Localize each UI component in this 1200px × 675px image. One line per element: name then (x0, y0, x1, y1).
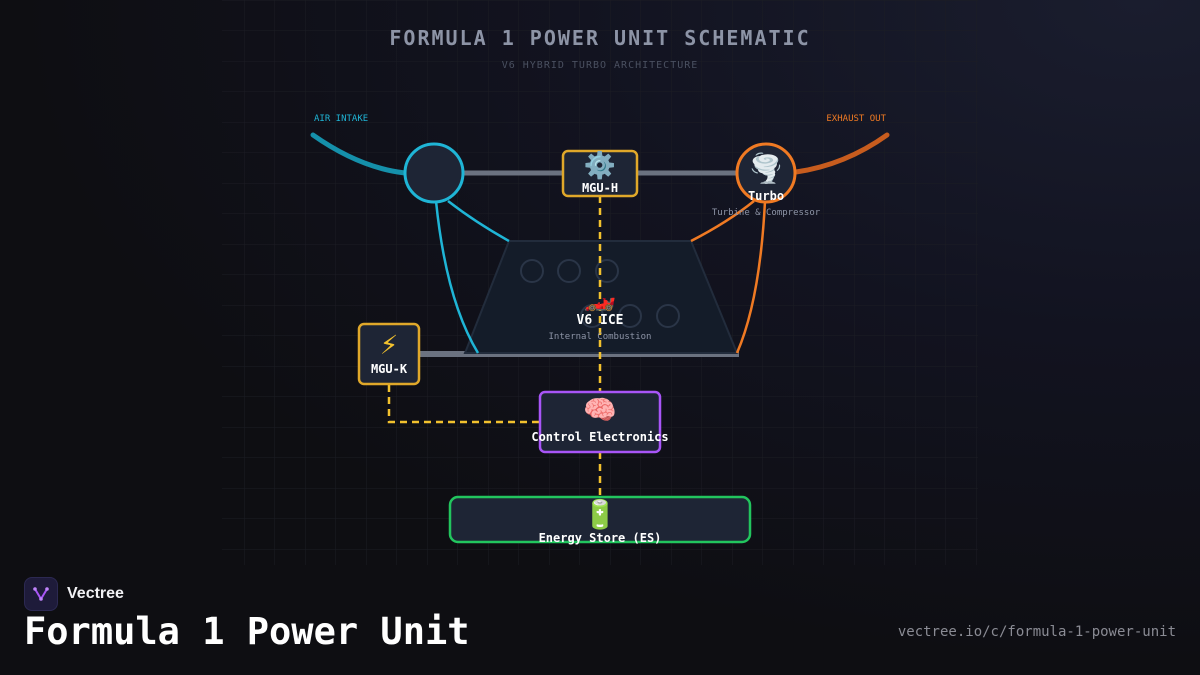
energy-store-box (448, 495, 752, 544)
brand-name: Vectree (67, 585, 124, 602)
exhaust-pipe (793, 132, 890, 175)
v6-ice-node[interactable]: 🏎️ V6 ICE Internal Combustion (549, 283, 652, 342)
cylinder (557, 259, 581, 283)
page-title: Formula 1 Power Unit (24, 610, 470, 653)
compressor-icon (403, 142, 465, 204)
mgu-k-box (357, 322, 421, 386)
mgu-k-label: MGU-K (371, 362, 408, 376)
cylinder (580, 304, 604, 328)
mgu-h-box (561, 149, 639, 198)
v6-ice-sublabel: Internal Combustion (549, 332, 652, 342)
control-electronics-node[interactable]: 🧠 Control Electronics (531, 390, 669, 454)
turbo-label: Turbo (748, 189, 784, 203)
mgu-h-node[interactable]: ⚙️ MGU-H (561, 149, 639, 198)
cylinder (520, 259, 544, 283)
air-intake-label: AIR INTAKE (314, 114, 368, 124)
tree-icon (33, 587, 49, 601)
mgu-h-label: MGU-H (582, 181, 618, 195)
exhaust-flow-turbo-lower (735, 200, 767, 354)
control-electronics-box (538, 390, 662, 454)
energy-store-node[interactable]: 🔋 Energy Store (ES) (448, 495, 752, 545)
race-car-icon: 🏎️ (584, 283, 616, 313)
turbo-node[interactable]: 🌪️ Turbo Turbine & Compressor (712, 142, 821, 218)
cylinder-bank-left (520, 259, 619, 283)
lightning-icon: ⚡ (380, 327, 398, 362)
battery-icon: 🔋 (583, 498, 618, 531)
v6-ice-label: V6 ICE (577, 313, 624, 328)
tornado-icon: 🌪️ (749, 151, 784, 185)
cylinder-bank-right (580, 304, 680, 328)
exhaust-flow-turbo (690, 200, 755, 243)
mgu-k-electrical-link (387, 385, 540, 424)
intake-flow-ice (447, 200, 510, 243)
cylinder (595, 259, 619, 283)
brand[interactable]: Vectree (24, 577, 124, 611)
cylinder (618, 304, 642, 328)
compressor-node[interactable] (403, 142, 465, 204)
brain-icon: 🧠 (583, 395, 617, 426)
diagram-title: FORMULA 1 POWER UNIT SCHEMATIC (389, 26, 810, 50)
turbo-sublabel: Turbine & Compressor (712, 208, 821, 218)
turbo-circle (735, 142, 797, 204)
cylinder (656, 304, 680, 328)
intake-flow-ice-lower (434, 200, 480, 354)
mgu-k-node[interactable]: ⚡ MGU-K (357, 322, 421, 386)
control-electronics-label: Control Electronics (531, 430, 668, 444)
air-intake-pipe (310, 132, 408, 176)
diagram-subtitle: V6 HYBRID TURBO ARCHITECTURE (502, 60, 699, 71)
energy-store-label: Energy Store (ES) (539, 531, 662, 545)
vectree-logo-icon (24, 577, 58, 611)
exhaust-out-label: EXHAUST OUT (826, 114, 886, 124)
gear-icon: ⚙️ (584, 150, 616, 181)
page-url-link[interactable]: vectree.io/c/formula-1-power-unit (897, 624, 1176, 640)
